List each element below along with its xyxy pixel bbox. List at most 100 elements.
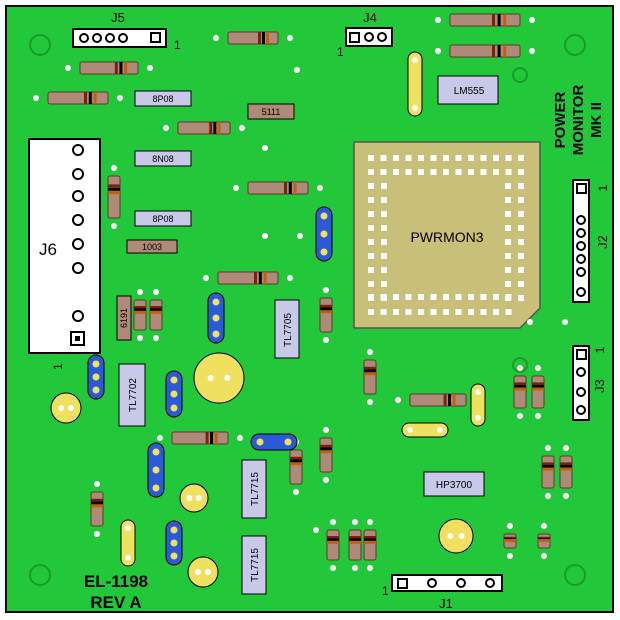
pwrmon3-label: PWRMON3 [410,229,483,245]
resistor-band [443,394,447,406]
chip-tl7715[interactable]: TL7715 [241,535,267,595]
socket-pin [368,169,374,175]
socket-pin [381,253,387,259]
chip-hp3700[interactable]: HP3700 [423,471,485,497]
capacitor [470,383,486,427]
resistor-band [364,372,376,376]
capacitors [50,51,486,588]
socket-pin [505,211,511,217]
pad [68,405,74,411]
resistor-band [88,92,92,104]
pad [529,48,535,54]
chip-tl7715[interactable]: TL7715 [241,459,267,519]
pad [437,427,443,433]
resistor-band [320,304,332,308]
pad [323,427,329,433]
socket-pin [505,295,511,301]
resistor-network[interactable]: 8N08 [134,150,192,167]
socket-pin [468,294,474,300]
pad [517,365,523,371]
pad [163,125,169,131]
resistor-band [91,501,103,505]
pad [213,35,219,41]
resistor-band [288,182,292,194]
resistor-band [497,14,501,26]
pad [94,531,100,537]
resistor-band [258,272,262,284]
socket-pin [518,253,524,259]
socket-pin [518,225,524,231]
pad [195,495,202,501]
chip-tl7705[interactable]: TL7705 [274,299,300,359]
chip-tl7702[interactable]: TL7702 [118,363,146,427]
resistor-band [209,122,213,134]
pad [262,233,268,239]
pad [152,466,160,474]
socket-pin [480,169,487,175]
resistor [289,449,303,485]
pad [117,95,123,101]
socket-pin [418,309,424,315]
pad [256,438,264,446]
j4-pin1-label: 1 [337,45,344,59]
socket-pin [381,211,387,217]
connector-j2[interactable]: 1 J2 [572,179,610,303]
resistor-band [150,308,162,312]
connector-j5[interactable]: J5 1 [72,10,181,52]
capacitor [193,352,245,404]
resistor-band [560,467,572,471]
socket-pin [405,169,412,175]
pad [527,319,533,325]
socket-pin [518,211,524,217]
pad [535,413,541,419]
resistor-network[interactable]: 8P08 [134,210,192,227]
connector-j4[interactable]: J4 1 [337,10,393,59]
resistor [363,529,377,561]
socket-pin [368,211,374,217]
connector-j6[interactable]: J6 1 [28,138,101,370]
connector-j1[interactable]: J1 1 [382,574,503,611]
board-id: EL-1198 REV A [84,572,148,612]
resistor [47,91,109,105]
resistor [247,181,309,195]
pad [203,275,209,281]
resistor-band [560,464,572,468]
socket-pin [480,155,487,161]
resistor-band [214,432,218,444]
socket-pin [405,309,412,315]
resistor-band [284,182,287,194]
resistor-band [542,467,554,471]
resistor-network[interactable]: 1003 [126,239,178,254]
resistor-band [364,369,376,373]
title-line1: POWER [552,92,569,149]
resistor-band [119,62,123,74]
chip-pwrmon3[interactable]: PWRMON3 [353,141,541,329]
resistor-band [262,32,265,44]
pad [287,35,293,41]
j5-label: J5 [111,10,125,25]
socket-pin [455,309,462,315]
resistor-network[interactable]: 6191 [116,295,132,341]
connector-j3[interactable]: 1 J3 [572,345,607,421]
capacitor [179,483,209,513]
pad [475,389,481,395]
socket-pin [493,155,499,161]
socket-pin [505,239,511,245]
socket-pin [418,294,424,300]
socket-pin [381,295,387,301]
resistor-network[interactable]: 8P08 [134,90,192,107]
pad [92,360,100,368]
j3-pin1-label: 1 [593,346,607,353]
jumper [250,433,298,451]
pad [237,435,243,441]
resistor [409,393,467,407]
socket-pin [455,294,462,300]
tl7705-label: TL7705 [283,313,294,347]
socket-pin [368,281,374,287]
resistor-band [538,539,550,543]
pad [535,365,541,371]
resistor-network[interactable]: 5111 [247,103,295,120]
chip-lm555[interactable]: LM555 [437,75,499,105]
pad [447,533,454,539]
socket-pin [518,281,524,287]
